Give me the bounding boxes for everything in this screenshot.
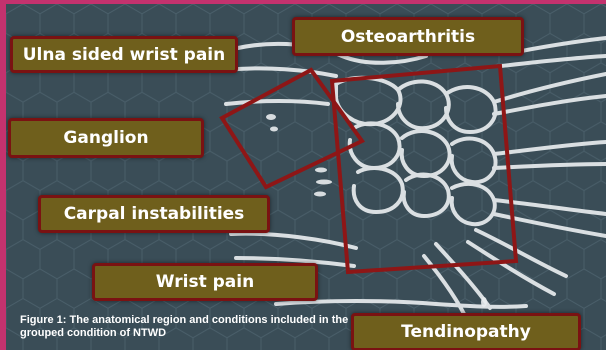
label-ganglion: Ganglion <box>8 118 204 158</box>
carpal-region-outline <box>332 66 516 272</box>
figure-caption: Figure 1: The anatomical region and cond… <box>20 314 350 340</box>
label-osteoarthritis: Osteoarthritis <box>292 17 524 56</box>
label-ulna-sided-wrist-pain: Ulna sided wrist pain <box>10 36 238 73</box>
label-tendinopathy: Tendinopathy <box>351 313 581 350</box>
label-carpal-instabilities: Carpal instabilities <box>38 195 270 233</box>
label-wrist-pain: Wrist pain <box>92 263 318 301</box>
